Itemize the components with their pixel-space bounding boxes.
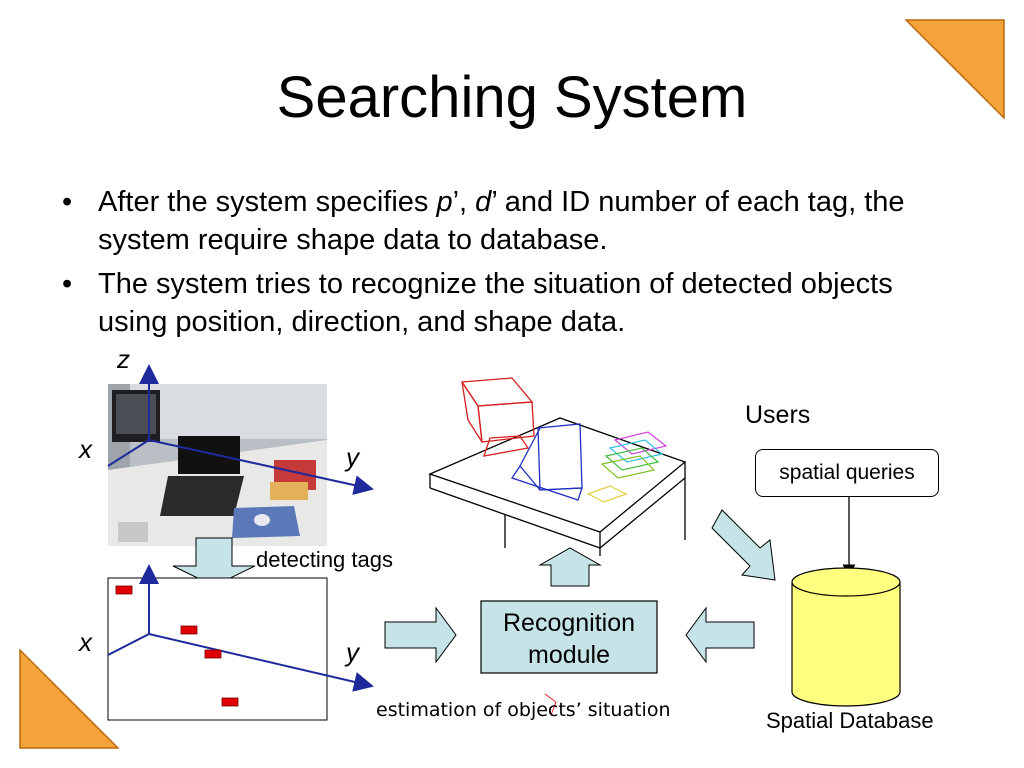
tag-marker	[204, 649, 222, 659]
slide-title: Searching System	[276, 65, 748, 130]
check-mark	[544, 693, 557, 716]
estimation-label: estimation of objects’ situation	[376, 699, 671, 721]
axis-label-x-top: x	[79, 434, 92, 464]
axes-bottom	[107, 564, 374, 692]
tag-marker	[180, 625, 198, 635]
detected-tags	[115, 585, 239, 707]
detecting-tags-label: detecting tags	[256, 547, 393, 572]
corner-triangle-bottom-left	[19, 648, 120, 749]
database-cylinder-icon	[791, 567, 901, 707]
var-p: p	[436, 186, 453, 218]
arrow-to-database	[711, 509, 776, 581]
bullet-item: The system tries to recognize the situat…	[62, 265, 962, 341]
bullet-text: After the system specifies	[98, 186, 437, 218]
arrow-to-module	[384, 606, 457, 664]
axis-label-y-bottom: y	[346, 637, 359, 667]
var-d: d	[475, 186, 492, 218]
spatial-database-label: Spatial Database	[766, 708, 934, 733]
axis-label-y-top: y	[346, 442, 359, 472]
wireframe-desk-model	[428, 377, 687, 556]
bullet-list: After the system specifies p’, d’ and ID…	[62, 183, 962, 347]
arrow-up	[538, 547, 602, 587]
corner-triangle-top-right	[904, 19, 1005, 120]
axis-label-z: z	[117, 344, 130, 374]
axes-top	[107, 364, 374, 495]
spatial-queries-box: spatial queries	[755, 449, 939, 497]
arrow-down	[172, 537, 256, 587]
tag-marker	[221, 697, 239, 707]
bullet-text: ’,	[452, 186, 476, 218]
users-label: Users	[745, 401, 811, 429]
axis-label-x-bottom: x	[79, 627, 92, 657]
photo-of-desk-scene	[108, 384, 327, 546]
tag-marker	[115, 585, 133, 595]
recognition-module-label: Recognition module	[502, 609, 636, 669]
arrow-from-database	[685, 606, 755, 664]
bullet-item: After the system specifies p’, d’ and ID…	[62, 183, 962, 259]
recognition-module-box	[480, 600, 658, 674]
bullet-text: ’ and ID number of each tag, the system …	[98, 186, 905, 256]
